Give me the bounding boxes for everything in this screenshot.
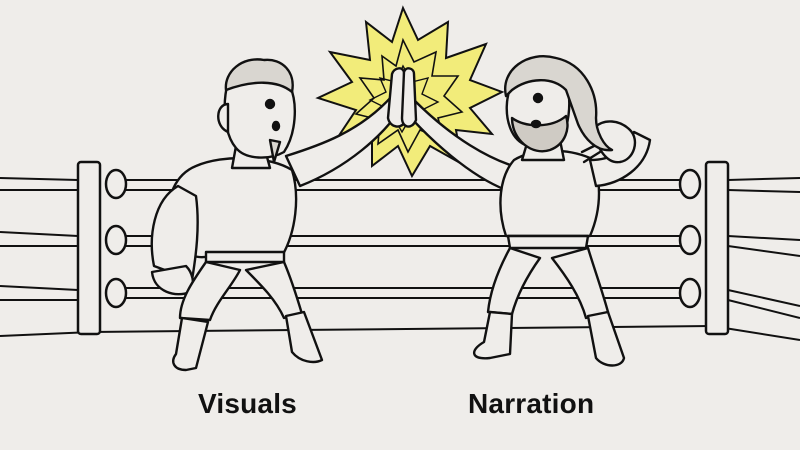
label-narration: Narration (468, 388, 595, 419)
ring-post-left (76, 160, 128, 336)
label-visuals: Visuals (198, 388, 297, 419)
ring-post-right (678, 160, 730, 336)
wrestler-right (400, 55, 652, 367)
ring-floor (0, 325, 800, 341)
wrestler-left (150, 58, 408, 372)
